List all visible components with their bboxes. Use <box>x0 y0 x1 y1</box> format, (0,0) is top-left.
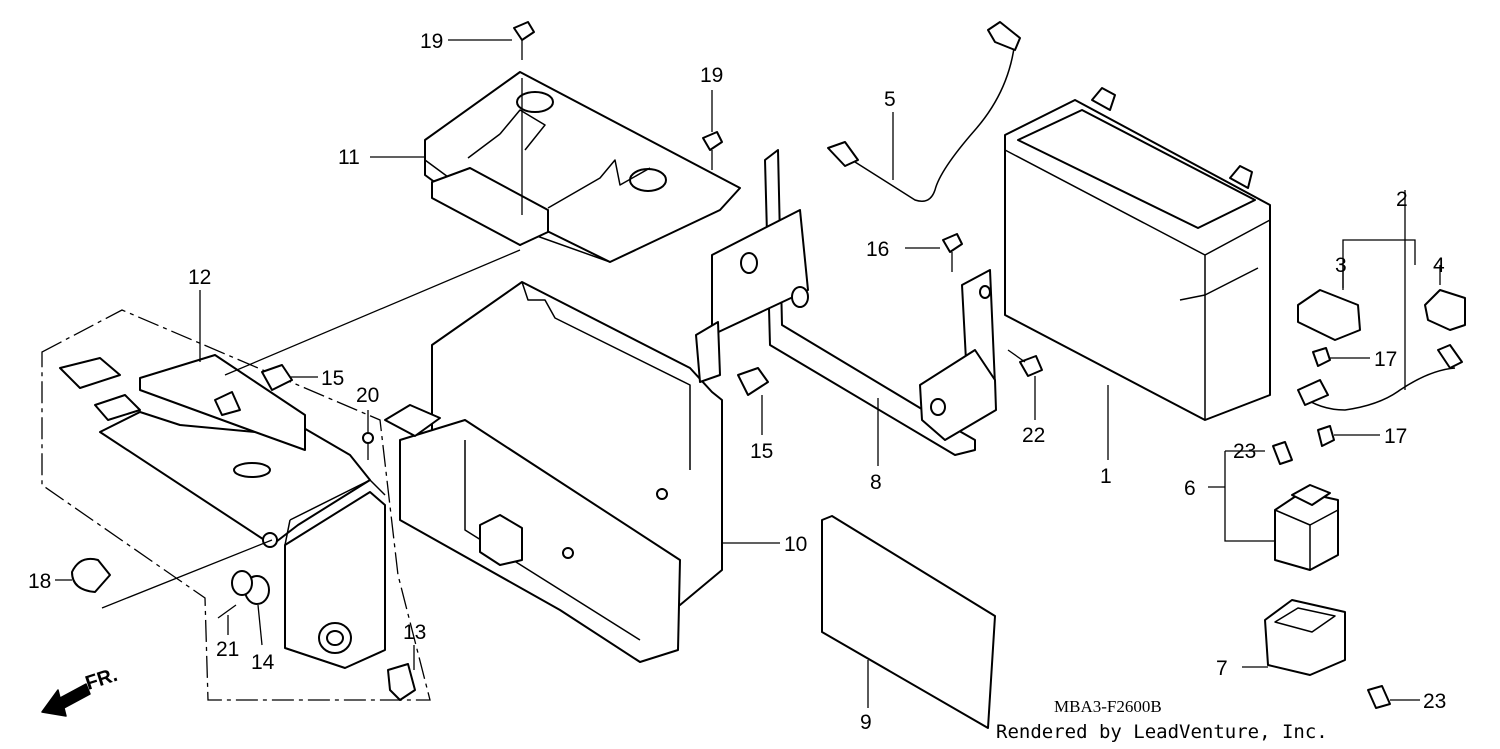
callout-5: 5 <box>884 88 896 111</box>
battery-cable-negative-part <box>827 21 1021 202</box>
relay-boot-part <box>1264 599 1346 676</box>
battery-pad-part <box>821 515 996 729</box>
callout-labels: 1 2 3 4 5 6 7 8 9 10 11 12 13 14 15 15 1… <box>28 30 1446 734</box>
callout-2: 2 <box>1396 188 1408 211</box>
battery-part <box>1004 87 1271 421</box>
battery-cover-part <box>424 71 741 263</box>
callout-12: 12 <box>188 266 211 289</box>
callout-9: 9 <box>860 711 872 734</box>
callout-18: 18 <box>28 570 51 593</box>
starter-relay-part <box>1274 484 1339 571</box>
callout-23b: 23 <box>1423 690 1446 713</box>
fuse-box-housing-part <box>262 479 386 669</box>
callout-6: 6 <box>1184 477 1196 500</box>
callout-7: 7 <box>1216 657 1228 680</box>
callout-14: 14 <box>251 651 275 674</box>
callout-19b: 19 <box>700 64 723 87</box>
fasteners <box>71 21 1391 709</box>
drawing-code: MBA3-F2600B <box>1054 697 1162 716</box>
leader-lines <box>55 39 1441 708</box>
callout-17b: 17 <box>1384 425 1407 448</box>
callout-21: 21 <box>216 638 239 661</box>
battery-cable-positive-part <box>1297 205 1463 411</box>
callout-3: 3 <box>1335 254 1347 277</box>
callout-8: 8 <box>870 471 882 494</box>
callout-19a: 19 <box>420 30 443 53</box>
front-direction-arrow: FR. <box>41 664 120 717</box>
callout-15a: 15 <box>321 367 344 390</box>
render-credit: Rendered by LeadVenture, Inc. <box>996 721 1328 743</box>
callout-11: 11 <box>338 146 360 169</box>
callout-17a: 17 <box>1374 348 1397 371</box>
callout-23a: 23 <box>1233 440 1256 463</box>
callout-10: 10 <box>784 533 807 556</box>
callout-13: 13 <box>403 621 426 644</box>
assembly-outline <box>41 309 431 701</box>
front-label: FR. <box>83 664 120 695</box>
callout-22: 22 <box>1022 424 1045 447</box>
callout-15b: 15 <box>750 440 773 463</box>
fuse-box-cover-part <box>59 354 371 546</box>
callout-4: 4 <box>1433 254 1445 277</box>
battery-bracket-part <box>695 149 997 456</box>
battery-box-part <box>384 281 723 663</box>
terminal-cover-part <box>1297 289 1466 341</box>
callout-20: 20 <box>356 384 379 407</box>
callout-16: 16 <box>866 238 889 261</box>
callout-1: 1 <box>1100 465 1112 488</box>
